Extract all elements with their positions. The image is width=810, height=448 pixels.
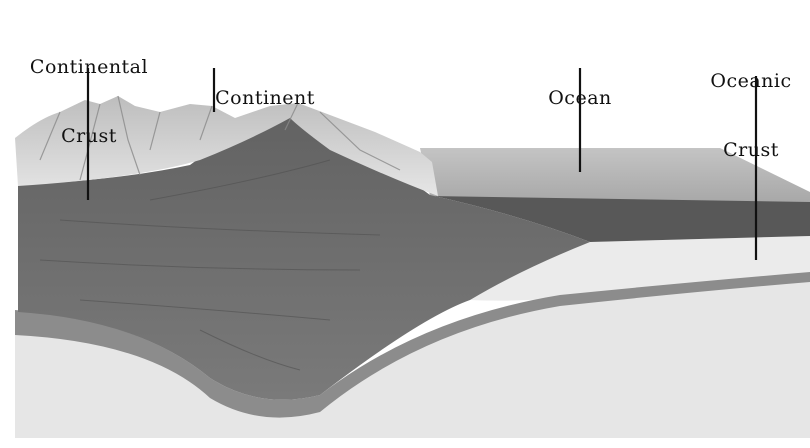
label-ocean: Ocean xyxy=(535,41,625,156)
label-oceanic-crust-line2: Crust xyxy=(696,139,806,162)
label-continental-crust: Continental Crust xyxy=(14,10,164,194)
label-ocean-text: Ocean xyxy=(535,87,625,110)
label-continental-crust-line1: Continental xyxy=(14,56,164,79)
label-oceanic-crust-line1: Oceanic xyxy=(696,70,806,93)
label-continent-text: Continent xyxy=(200,87,330,110)
label-continental-crust-line2: Crust xyxy=(14,125,164,148)
label-oceanic-crust: Oceanic Crust xyxy=(696,24,806,208)
label-continent: Continent xyxy=(200,41,330,156)
